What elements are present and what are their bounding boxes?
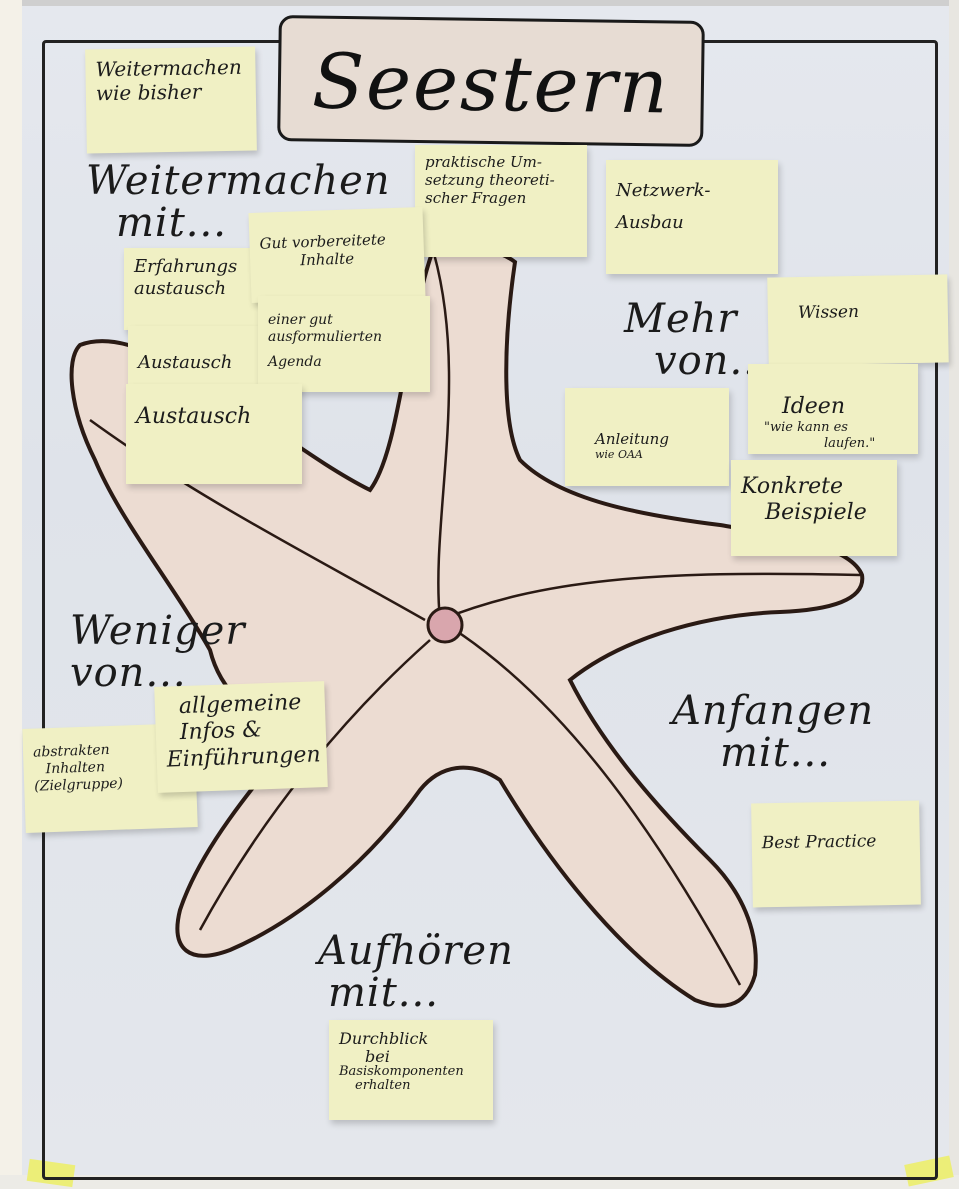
sticky-note-best-practice: Best Practice (751, 800, 921, 908)
section-stop-title: Aufhören mit... (318, 928, 514, 1016)
sticky-note-durchblick: Durchblick bei Basiskomponenten erhalten (329, 1020, 493, 1120)
sticky-note-erfahrungsaustausch: Erfahrungs austausch (124, 248, 258, 330)
section-less-title: Weniger von... (70, 608, 246, 696)
sticky-note-gut-vorbereitete-inhalte: Gut vorbereitete Inhalte (248, 206, 426, 304)
sticky-note-austausch-2: Austausch (126, 384, 302, 484)
sticky-note-weitermachen-bisher: Weitermachen wie bisher (85, 46, 257, 154)
sticky-note-agenda: einer gut ausformulierten Agenda (258, 296, 430, 392)
section-start-title: Anfangen mit... (672, 688, 875, 776)
wall-left (0, 0, 22, 1189)
sticky-note-konkrete-beispiele: Konkrete Beispiele (731, 460, 897, 556)
sticky-note-allgemeine-infos: allgemeine Infos & Einführungen (154, 681, 328, 793)
sticky-note-praktische-umsetzung: praktische Um- setzung theoreti- scher F… (415, 145, 587, 257)
page-title: Seestern (311, 36, 671, 131)
sticky-note-austausch-1: Austausch (128, 326, 262, 386)
starfish-center (426, 606, 464, 644)
section-continue-title: Weitermachen mit... (86, 158, 391, 246)
sticky-note-netzwerk-ausbau: Netzwerk- Ausbau (606, 160, 778, 274)
sticky-note-ideen: Ideen "wie kann es laufen." (748, 364, 918, 454)
sticky-note-anleitung: Anleitung wie OAA (565, 388, 729, 486)
title-box: Seestern (277, 15, 705, 147)
wall-right (949, 0, 959, 1189)
sticky-note-wissen: Wissen (767, 274, 949, 366)
